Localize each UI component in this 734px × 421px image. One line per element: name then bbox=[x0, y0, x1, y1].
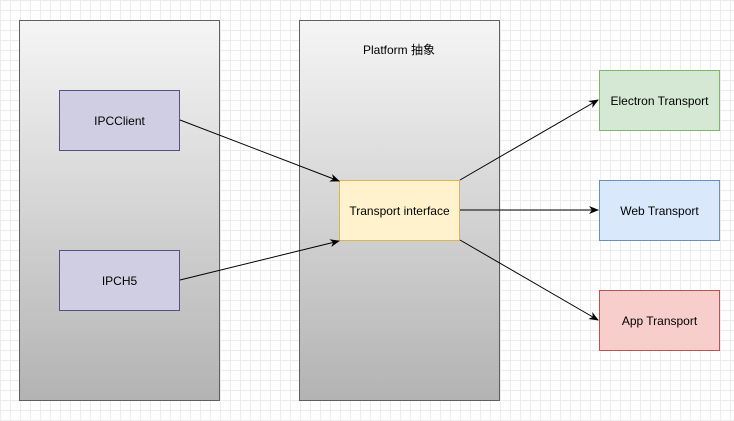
ipc-client-node[interactable]: IPCClient bbox=[59, 90, 180, 151]
edge-ipcclient-to-transport bbox=[179, 119, 340, 182]
edge-transport-to-electron bbox=[459, 99, 599, 181]
client-container bbox=[19, 20, 220, 401]
platform-title: Platform 抽象 bbox=[362, 43, 435, 57]
transport-interface-node[interactable]: Transport interface bbox=[339, 180, 460, 241]
app-transport-node[interactable]: App Transport bbox=[599, 290, 720, 351]
edge-transport-to-app bbox=[459, 239, 599, 321]
edge-ipch5-to-transport bbox=[179, 239, 340, 281]
electron-transport-node[interactable]: Electron Transport bbox=[599, 70, 720, 131]
web-transport-node[interactable]: Web Transport bbox=[599, 180, 720, 241]
ipch5-node[interactable]: IPCH5 bbox=[59, 250, 180, 311]
